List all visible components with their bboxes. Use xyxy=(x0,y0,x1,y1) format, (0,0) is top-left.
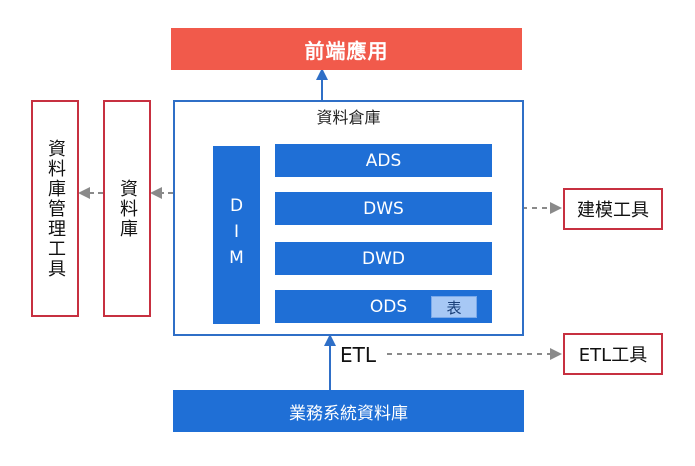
etl-tool-box: ETL工具 xyxy=(563,333,663,375)
layer-ads: ADS xyxy=(275,144,492,177)
dim-label: DIM xyxy=(226,196,247,274)
db-mgmt-tool-box: 資料庫管理工具 xyxy=(31,100,79,317)
warehouse-title: 資料倉庫 xyxy=(316,108,381,127)
modeling-tool-box: 建模工具 xyxy=(563,188,663,230)
layer-dws: DWS xyxy=(275,192,492,225)
etl-label: ETL xyxy=(340,343,376,367)
db-box: 資料庫 xyxy=(103,100,151,317)
dim-box: DIM xyxy=(213,146,260,324)
db-label: 資料庫 xyxy=(117,178,138,239)
table-tag: 表 xyxy=(431,296,477,318)
source-db-box: 業務系統資料庫 xyxy=(173,390,524,432)
frontend-box: 前端應用 xyxy=(171,28,522,70)
db-mgmt-tool-label: 資料庫管理工具 xyxy=(45,138,66,279)
layer-dwd: DWD xyxy=(275,242,492,275)
layer-ods-label: ODS xyxy=(369,296,408,317)
